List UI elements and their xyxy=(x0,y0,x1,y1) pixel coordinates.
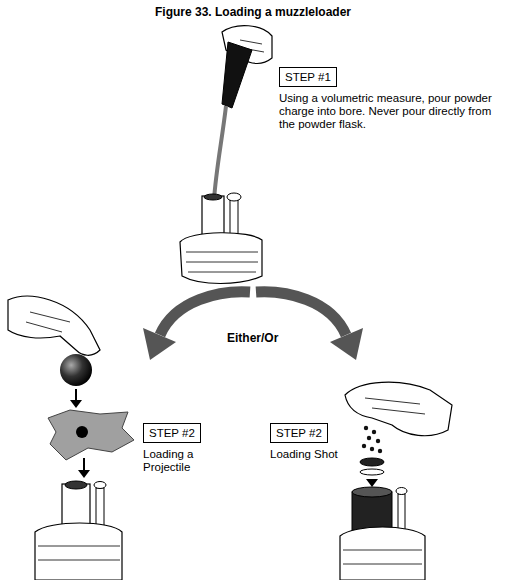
arrow-head xyxy=(70,400,82,408)
over-powder-wad xyxy=(360,469,384,475)
step-label: STEP #2 xyxy=(143,423,201,443)
holding-hand xyxy=(35,523,122,580)
pellet xyxy=(376,439,380,443)
shot-pellets xyxy=(362,426,382,453)
muzzle xyxy=(65,481,87,489)
step-description: Using a volumetric measure, pour powder … xyxy=(279,92,494,131)
step-node: STEP #2 Loading Shot xyxy=(270,423,350,461)
arrow-head xyxy=(366,479,378,487)
pellet xyxy=(370,447,374,451)
round-ball xyxy=(60,354,92,386)
ramrod-tip xyxy=(94,482,106,489)
patch xyxy=(48,410,134,460)
finger-lines xyxy=(186,252,258,272)
ball-on-patch xyxy=(76,426,88,438)
finger-lines xyxy=(365,398,425,414)
pellet xyxy=(367,436,371,440)
arrow-head xyxy=(330,328,363,360)
powder-measure xyxy=(222,42,252,108)
step-node: STEP #2 Loading a Projectile xyxy=(143,423,223,474)
wad xyxy=(360,458,384,466)
finger-lines xyxy=(26,312,70,332)
branch-arrow xyxy=(256,292,346,335)
down-arrow xyxy=(83,458,85,470)
step-description: Loading Shot xyxy=(270,448,350,461)
step-description: Loading a Projectile xyxy=(143,448,223,474)
muzzle xyxy=(204,194,222,200)
pellet xyxy=(362,444,366,448)
holding-hand xyxy=(180,233,262,284)
down-arrow xyxy=(75,389,77,400)
holding-hand xyxy=(340,527,425,580)
muzzle xyxy=(352,487,392,497)
finger-lines xyxy=(343,550,422,564)
ramrod-tip xyxy=(227,193,241,201)
step-node: STEP #1 Using a volumetric measure, pour … xyxy=(279,67,494,131)
figure-title: Figure 33. Loading a muzzleloader xyxy=(155,5,351,19)
branch-label: Either/Or xyxy=(227,331,278,345)
pellet xyxy=(378,449,382,453)
powder-stream xyxy=(214,106,226,200)
finger-lines xyxy=(38,546,120,560)
step-label: STEP #2 xyxy=(270,423,328,443)
step-label: STEP #1 xyxy=(279,67,337,87)
pellet xyxy=(364,426,368,430)
shot-hand xyxy=(345,382,452,436)
branch-arrow xyxy=(160,292,250,335)
pellet xyxy=(372,430,376,434)
ramrod-tip xyxy=(396,488,407,495)
arrow-head xyxy=(143,328,176,360)
ball-hand xyxy=(8,296,100,355)
arrow-head xyxy=(78,470,90,478)
